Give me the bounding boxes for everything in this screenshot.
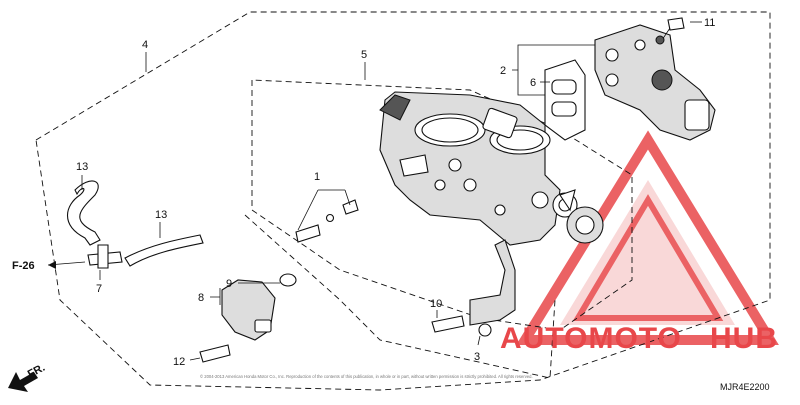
bolt-11[interactable] [655, 17, 685, 45]
sensor-8[interactable] [221, 279, 276, 341]
callout-12: 12 [173, 356, 185, 368]
callout-6: 6 [530, 77, 536, 89]
callout-5: 5 [361, 49, 367, 61]
hose-13-upper[interactable] [67, 180, 101, 246]
callout-4: 4 [142, 39, 148, 51]
assembly-outline-4 [35, 11, 771, 391]
watermark-text-main: AUTOMOTO [500, 322, 682, 355]
gasket-6[interactable] [544, 59, 586, 141]
watermark-text-hub: HUB [710, 322, 778, 355]
screw-spring-set-1[interactable] [295, 199, 359, 243]
callout-7: 7 [96, 283, 102, 295]
front-label: FR. [26, 362, 47, 381]
reference-arrow-icon [48, 261, 56, 269]
callout-11: 11 [704, 17, 715, 29]
hose-13-lower[interactable] [124, 234, 204, 267]
watermark-logo-triangle [516, 130, 779, 345]
idle-air-control-valve-2[interactable] [594, 24, 716, 141]
callout-13-upper: 13 [76, 161, 88, 173]
callout-2: 2 [500, 65, 506, 77]
callout-1: 1 [314, 171, 320, 183]
callout-13-lower: 13 [155, 209, 167, 221]
callout-8: 8 [198, 292, 204, 304]
callout-3: 3 [474, 351, 480, 363]
throttle-body[interactable] [379, 91, 578, 246]
throttle-position-sensor[interactable] [559, 189, 604, 244]
callout-10: 10 [430, 298, 442, 310]
bracket-3[interactable] [469, 239, 516, 337]
watermark: AUTOMOTO HUB [500, 322, 778, 355]
front-arrow-icon [8, 372, 38, 392]
reference-f26[interactable]: F-26 [12, 260, 56, 272]
copyright-text: © 2004-2013 American Honda Motor Co., In… [200, 374, 533, 379]
diagram-code: MJR4E2200 [720, 382, 770, 392]
o-ring-9[interactable] [279, 273, 297, 287]
bolt-10[interactable] [431, 315, 465, 333]
front-direction-indicator: FR. [8, 362, 47, 392]
reference-label: F-26 [12, 260, 35, 272]
callout-9: 9 [226, 278, 232, 290]
leader-lines [47, 21, 702, 361]
bolt-12[interactable] [199, 344, 231, 363]
sensor-region-outline [244, 214, 556, 379]
joint-7[interactable] [87, 244, 123, 269]
